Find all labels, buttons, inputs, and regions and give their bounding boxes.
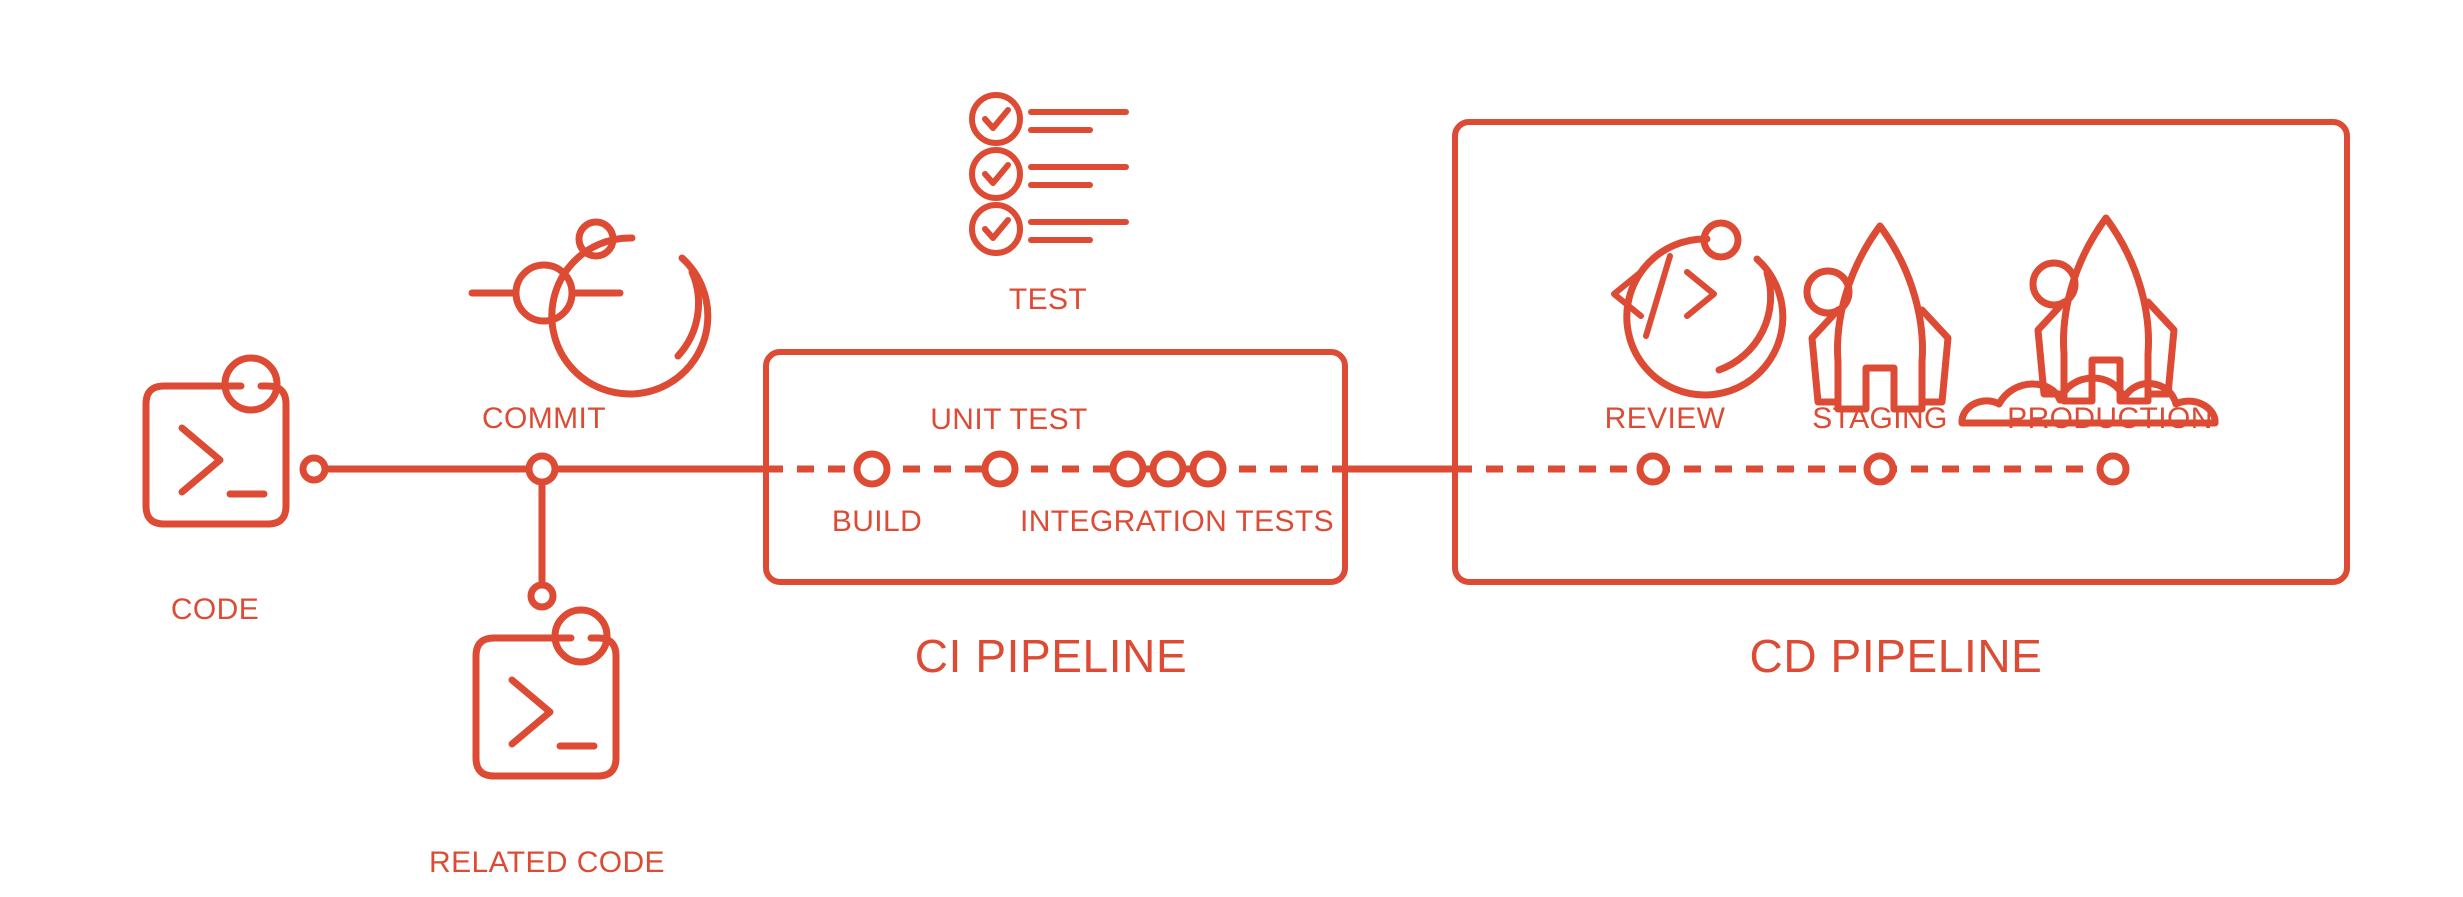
- code-review-icon: [1611, 219, 1787, 399]
- git-commit-icon: [468, 218, 712, 398]
- staging-rocket-window: [1803, 267, 1853, 317]
- code-output-node[interactable]: [299, 454, 329, 484]
- ci-pipeline-title: CI PIPELINE: [915, 630, 1187, 682]
- cd-pipeline-box: [1452, 119, 2350, 585]
- build-node[interactable]: [853, 450, 891, 488]
- build-label: BUILD: [832, 505, 922, 538]
- checklist-check-3: [969, 202, 1023, 256]
- production-node[interactable]: [2096, 452, 2130, 486]
- commit-node[interactable]: [525, 452, 559, 486]
- unit-test-node[interactable]: [981, 450, 1019, 488]
- checklist-icon: [969, 92, 1129, 256]
- terminal-code-icon-code: [142, 354, 290, 528]
- rocket-icon: [1803, 222, 1952, 413]
- integration-test-node-3[interactable]: [1189, 450, 1227, 488]
- integration-test-node-2[interactable]: [1149, 450, 1187, 488]
- commit-orbit-dot: [575, 218, 617, 260]
- integration-test-node-1[interactable]: [1109, 450, 1147, 488]
- staging-node[interactable]: [1863, 452, 1897, 486]
- checklist-check-1: [969, 92, 1023, 146]
- commit-label: COMMIT: [482, 402, 606, 435]
- review-label: REVIEW: [1605, 402, 1726, 435]
- ci-pipeline-box: [763, 349, 1348, 585]
- production-rocket-window: [2029, 259, 2079, 309]
- rocket-launch-icon: [1958, 214, 2219, 427]
- main-rail: [316, 465, 1455, 596]
- integration-tests-label: INTEGRATION TESTS: [1020, 505, 1334, 538]
- staging-label: STAGING: [1812, 402, 1948, 435]
- code-label: CODE: [171, 593, 259, 626]
- review-node[interactable]: [1636, 452, 1670, 486]
- production-label: PRODUCTION: [2007, 402, 2213, 435]
- related-code-label: RELATED CODE: [429, 846, 665, 879]
- unit-test-label: UNIT TEST: [930, 403, 1088, 436]
- checklist-check-2: [969, 147, 1023, 201]
- review-orbit-dot: [1700, 219, 1742, 261]
- test-label: TEST: [1009, 283, 1087, 316]
- commit-inner-circle: [512, 261, 576, 325]
- related-code-branch-node[interactable]: [527, 581, 557, 611]
- production-exhaust-cloud: [1958, 374, 2219, 427]
- terminal-code-icon-related: [472, 606, 620, 780]
- cd-pipeline-title: CD PIPELINE: [1750, 630, 2043, 682]
